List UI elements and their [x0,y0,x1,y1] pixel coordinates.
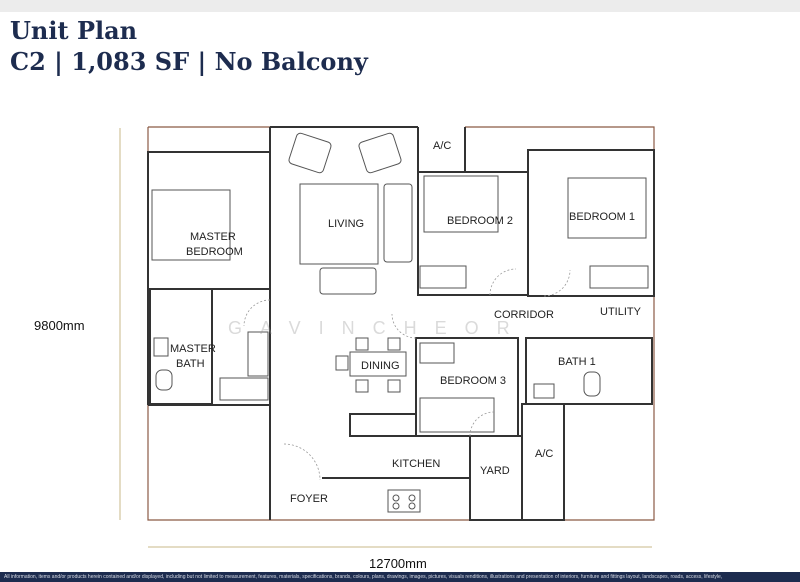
label-bedroom-2: BEDROOM 2 [447,215,514,227]
dining-table [349,351,407,377]
living-armchair-1 [288,132,332,174]
sink-master [153,337,169,357]
label-ac-top: A/C [433,140,452,152]
toilet-bath-1 [583,371,601,397]
wardrobe-master [219,377,269,401]
page-title: Unit Plan [10,16,138,45]
label-utility: UTILITY [600,306,641,318]
wall-bedroom-1 [527,149,655,297]
bedroom-1-bed [567,177,647,239]
label-bedroom-1: BEDROOM 1 [569,211,636,223]
kitchen-stove [387,489,421,513]
label-master-bath-1: MASTER [170,343,216,355]
top-bar [0,0,800,12]
bedroom-2-bed [423,175,499,233]
unit-subtitle: C2 | 1,083 SF | No Balcony [10,47,368,76]
living-bench [319,267,377,295]
sink-bath-1 [533,383,555,399]
label-living: LIVING [328,218,365,230]
label-kitchen: KITCHEN [392,458,441,470]
watermark: GAVINCHEOR [228,318,528,338]
wardrobe-bedroom-3 [419,342,455,364]
label-corridor: CORRIDOR [494,309,554,321]
wall-ac-bottom [521,403,565,521]
label-ac-bottom: A/C [535,448,554,460]
kitchen-island [349,413,417,437]
living-sofa [383,183,413,263]
living-table [299,183,379,265]
label-bedroom-3: BEDROOM 3 [440,375,507,387]
title-block: Unit Plan C2 | 1,083 SF | No Balcony [10,16,368,78]
wardrobe-bedroom-1 [589,265,649,289]
label-master-bedroom-2: BEDROOM [186,246,243,258]
wall-master-bedroom [147,151,271,290]
wall-master-bath [149,288,213,405]
master-bed [151,189,231,261]
bedroom-3-bed [419,397,495,433]
toilet-master [155,369,173,391]
wall-yard [469,435,523,521]
wall-bedroom-3 [415,337,519,437]
disclaimer-bar: All information, items and/or products h… [0,572,800,582]
label-foyer: FOYER [290,493,328,505]
label-yard: YARD [480,465,510,477]
label-master-bedroom-1: MASTER [190,231,236,243]
wall-bedroom-2 [417,171,529,296]
height-dimension: 9800mm [34,318,85,333]
label-bath-1: BATH 1 [558,356,596,368]
label-dining: DINING [361,360,400,372]
width-dimension: 12700mm [369,556,427,571]
wall-bath-1 [525,337,653,405]
wardrobe-bedroom-2 [419,265,467,289]
living-armchair-2 [358,132,402,174]
label-master-bath-2: BATH [176,358,205,370]
